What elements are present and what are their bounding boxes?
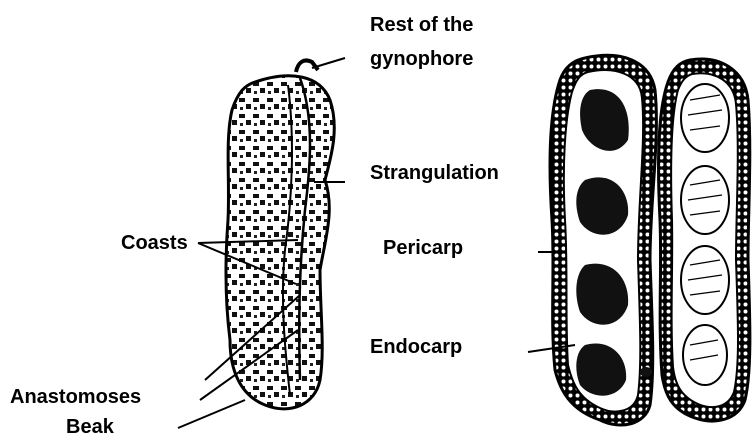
label-anastomoses: Anastomoses (10, 386, 141, 408)
detached-seed-fragment (640, 367, 652, 377)
label-rest-line-1: Rest of the (370, 14, 473, 36)
leader-gynophore (312, 58, 345, 68)
seed-1 (681, 84, 729, 152)
label-pericarp: Pericarp (383, 237, 463, 259)
leader-beak (178, 400, 245, 428)
seed-4 (683, 325, 727, 385)
label-coasts: Coasts (121, 232, 188, 254)
label-rest-of-gynophore: Rest of the gynophore (370, 14, 473, 70)
whole-pod (226, 60, 334, 408)
label-rest-line-2: gynophore (370, 48, 473, 70)
label-beak: Beak (66, 416, 114, 438)
label-strangulation: Strangulation (370, 162, 499, 184)
label-endocarp: Endocarp (370, 336, 462, 358)
opened-pod (550, 55, 750, 425)
